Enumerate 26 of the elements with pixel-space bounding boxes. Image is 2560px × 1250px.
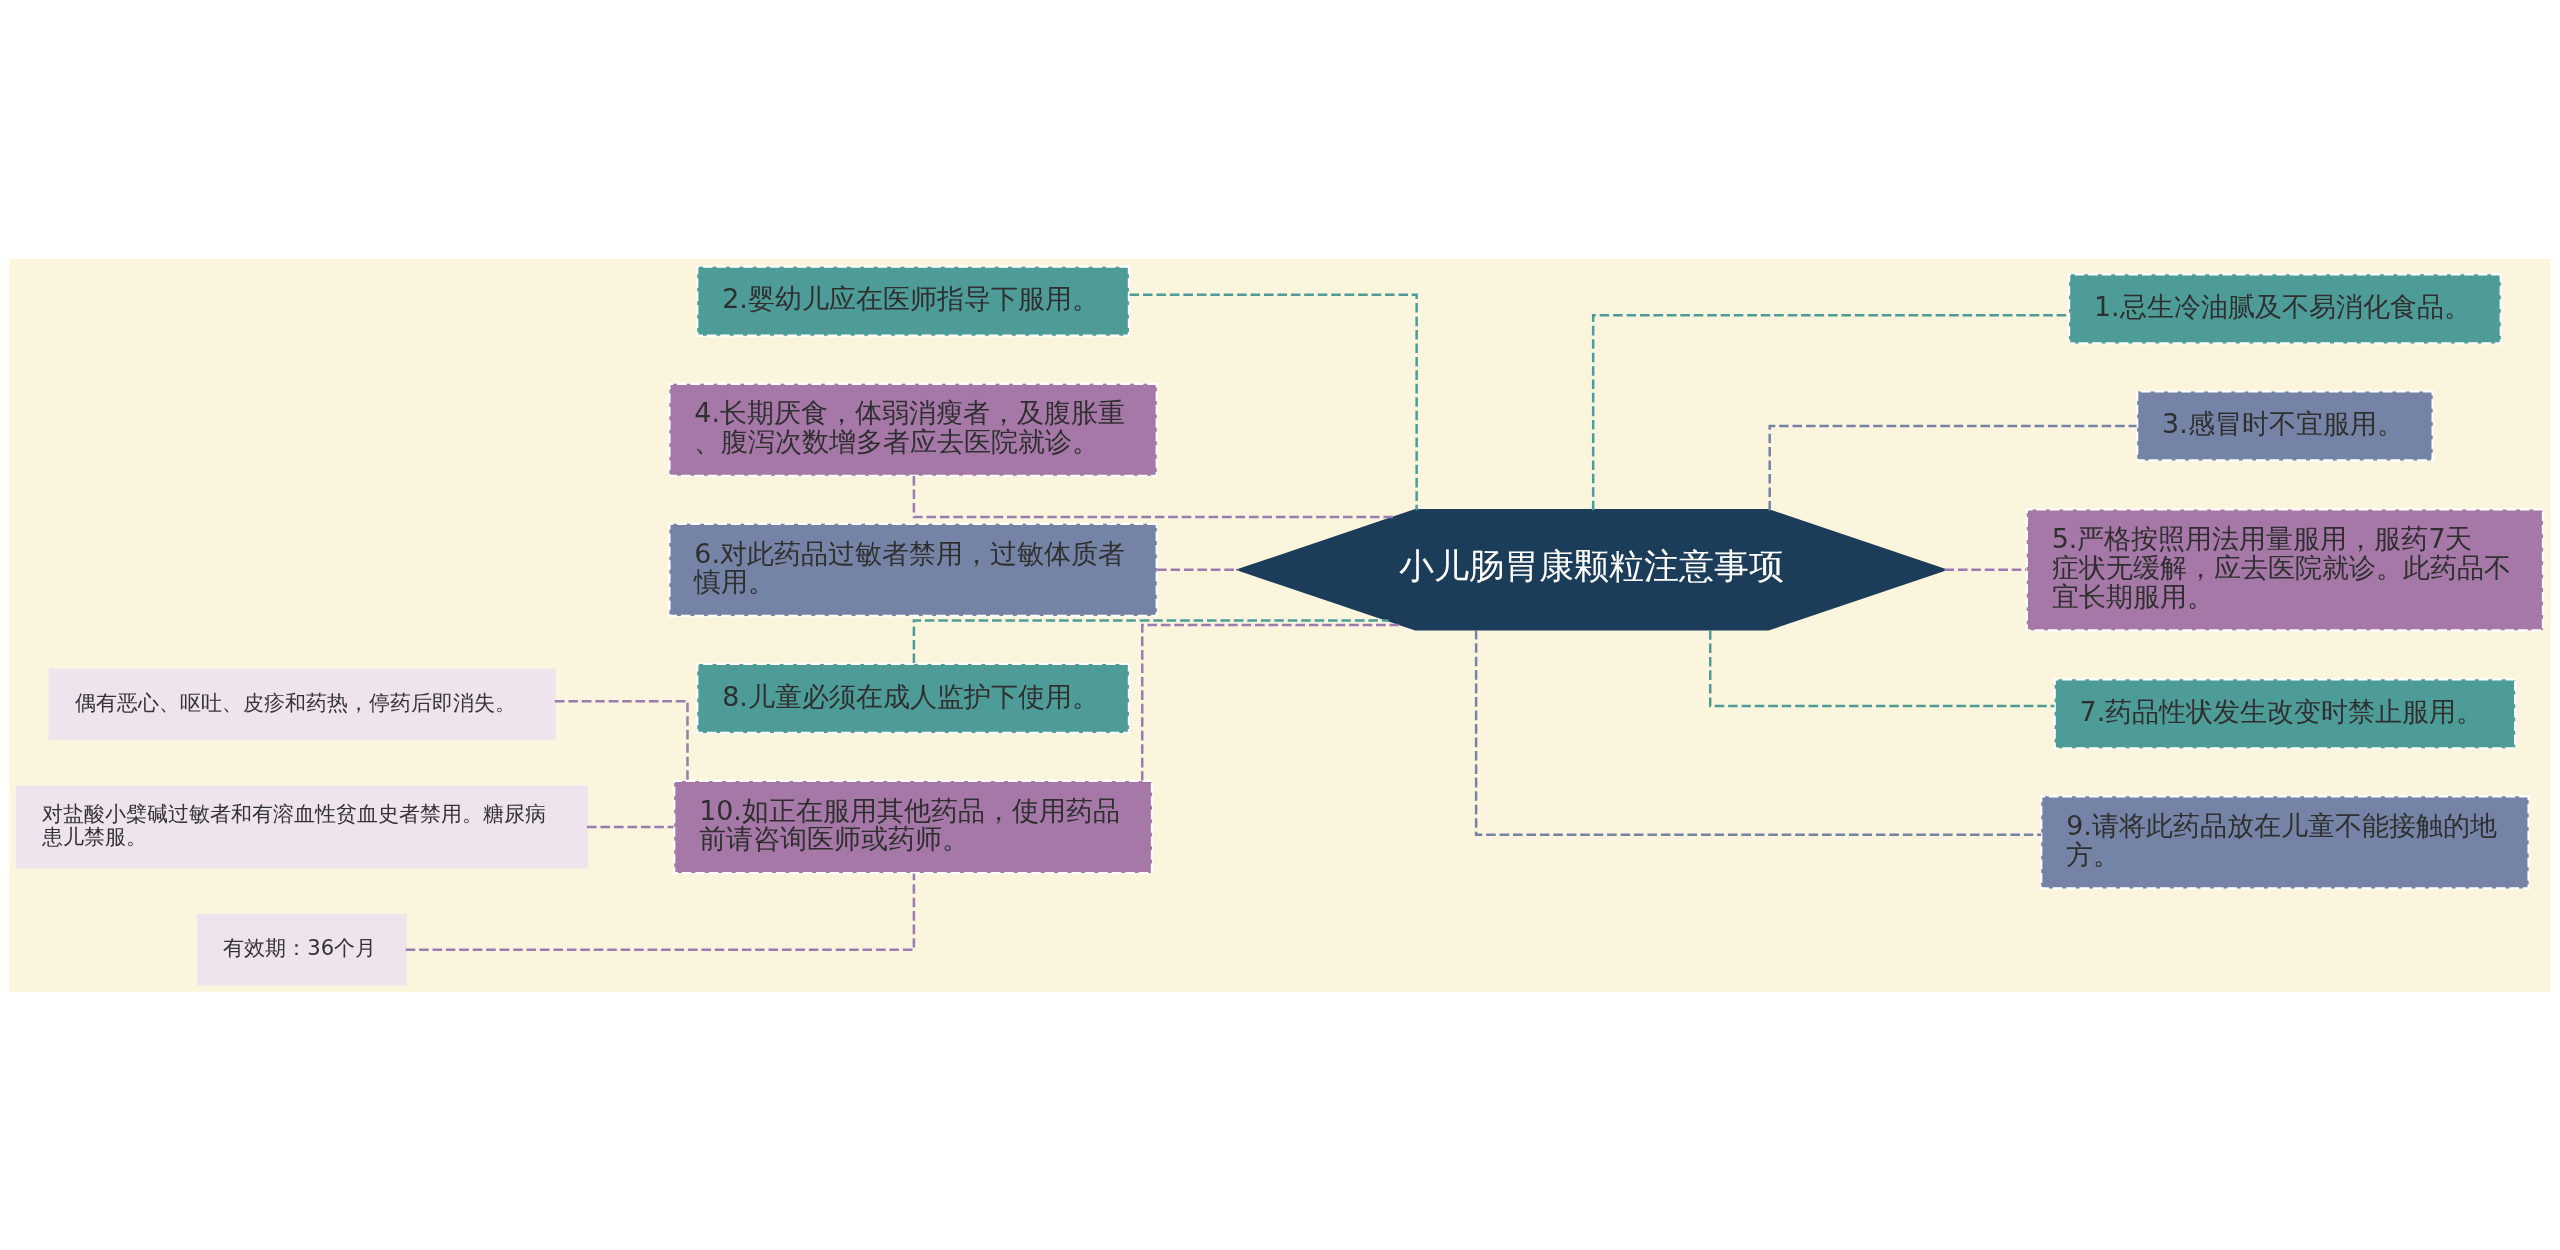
connector [1591, 313, 2069, 510]
node-box: 8.儿童必须在成人监护下使用。 [696, 662, 1131, 734]
connector [1157, 568, 1239, 571]
node-box: 10.如正在服用其他药品，使用药品前请咨询医师或药师。 [673, 779, 1154, 874]
node-box: 5.严格按照用法用量服用，服药7天症状无缓解，应去医院就诊。此药品不宜长期服用。 [2025, 507, 2545, 631]
connector [1141, 623, 1402, 781]
connector [1474, 629, 2042, 836]
connector [586, 825, 674, 828]
connector [912, 618, 1389, 663]
connector [1768, 424, 2137, 510]
connector [912, 475, 1395, 518]
node-box: 2.婴幼儿应在医师指导下服用。 [696, 265, 1131, 337]
node-box: 3.感冒时不宜服用。 [2136, 389, 2434, 462]
connector [1708, 629, 2055, 707]
node-box: 9.请将此药品放在儿童不能接触的地方。 [2040, 794, 2530, 890]
connector [1944, 568, 2027, 571]
node-box: 有效期：36个月 [197, 913, 407, 985]
node-box: 偶有恶心、呕吐、皮疹和药热，停药后即消失。 [48, 668, 556, 740]
connector [554, 699, 689, 781]
node-box: 4.长期厌食，体弱消瘦者，及腹胀重、腹泻次数增多者应去医院就诊。 [668, 382, 1158, 477]
connector [1129, 293, 1418, 510]
node-box: 1.忌生冷油腻及不易消化食品。 [2067, 272, 2502, 345]
node-box: 对盐酸小檗碱过敏者和有溶血性贫血史者禁用。糖尿病患儿禁服。 [15, 785, 589, 868]
node-box: 6.对此药品过敏者禁用，过敏体质者慎用。 [668, 522, 1158, 617]
node-box: 7.药品性状发生改变时禁止服用。 [2053, 677, 2517, 749]
connector [405, 872, 916, 951]
